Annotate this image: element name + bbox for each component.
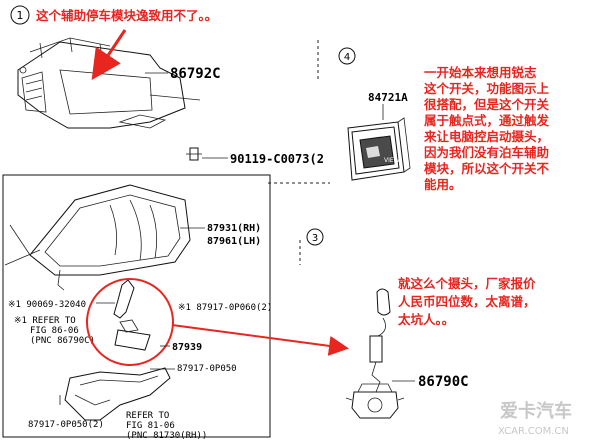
- callout-3: 3: [306, 228, 324, 246]
- mirror-camera-drawing: [113, 279, 151, 351]
- callout-1: 1: [10, 5, 30, 25]
- module-arrow: [91, 29, 127, 80]
- camera-note: 就这么个摄头，厂家报价 人民币四位数，太离谱， 太坑人。。: [398, 276, 536, 327]
- mirror-detail-box: [2, 174, 271, 438]
- svg-text:很搭配，但是这个开关: 很搭配，但是这个开关: [423, 97, 550, 112]
- svg-text:这个开关，功能图示上: 这个开关，功能图示上: [424, 81, 550, 96]
- mirror-part-lh: 87961(LH): [207, 236, 261, 247]
- camera-drawing: [345, 288, 405, 419]
- svg-text:一开始本来想用锐志: 一开始本来想用锐志: [424, 65, 537, 80]
- screw-part-1: ※1 90069-32040: [8, 300, 86, 310]
- switch-note: 一开始本来想用锐志 这个开关，功能图示上 很搭配，但是这个开关 属于触点式，通过…: [423, 65, 550, 192]
- refer-note-2a: REFER TO: [126, 411, 169, 421]
- view-switch-label: VIEW: [384, 157, 400, 164]
- refer-note-2b: FIG 81-06: [126, 421, 175, 431]
- refer-note-1b: FIG 86-06: [30, 326, 79, 336]
- cover-part-number: 87939: [172, 342, 202, 353]
- mirror-part-rh: 87931(RH): [207, 223, 261, 234]
- watermark-logo: 爱卡汽车: [500, 400, 572, 422]
- bolt-part-number: 90119-C0073(2: [230, 152, 324, 166]
- module-part-number: 86792C: [170, 66, 221, 82]
- svg-text:3: 3: [312, 233, 318, 244]
- camera-part-number: 86790C: [418, 374, 469, 390]
- watermark-url: XCAR.COM.CN: [498, 426, 569, 437]
- refer-note-1c: (PNC 86790C): [30, 336, 95, 346]
- svg-text:能用。: 能用。: [424, 177, 462, 192]
- svg-text:来让电脑控启动摄头，: 来让电脑控启动摄头，: [423, 129, 549, 144]
- svg-text:就这么个摄头，厂家报价: 就这么个摄头，厂家报价: [398, 276, 536, 291]
- camera-highlight-circle: [86, 278, 174, 366]
- svg-text:4: 4: [344, 52, 350, 63]
- svg-text:属于触点式，通过触发: 属于触点式，通过触发: [424, 113, 550, 128]
- svg-text:1: 1: [17, 9, 24, 22]
- clip-part-number-2: 87917-0P050(2): [28, 420, 104, 430]
- camera-arrow: [171, 324, 349, 356]
- bolt-drawing: [186, 147, 228, 161]
- mirror-assembly-drawing: [4, 184, 191, 291]
- switch-part-number: 84721A: [368, 91, 408, 104]
- refer-note-1a: ※1 REFER TO: [14, 316, 76, 326]
- svg-text:太坑人。。: 太坑人。。: [398, 312, 454, 327]
- refer-note-2c: (PNC 81730(RH)): [126, 431, 207, 441]
- svg-text:因为我们没有泊车辅助: 因为我们没有泊车辅助: [424, 145, 549, 160]
- callout-4: 4: [338, 47, 356, 65]
- screw-part-2: ※1 87917-0P060(2): [178, 303, 272, 313]
- mirror-cover-drawing: [59, 367, 171, 421]
- view-switch-drawing: VIEW: [347, 117, 411, 181]
- svg-text:模块，所以这个开关不: 模块，所以这个开关不: [424, 161, 550, 176]
- clip-part-number: 87917-0P050: [177, 364, 237, 374]
- module-note: 这个辅助停车模块逸致用不了。。: [36, 8, 217, 23]
- svg-text:人民币四位数，太离谱，: 人民币四位数，太离谱，: [398, 294, 536, 309]
